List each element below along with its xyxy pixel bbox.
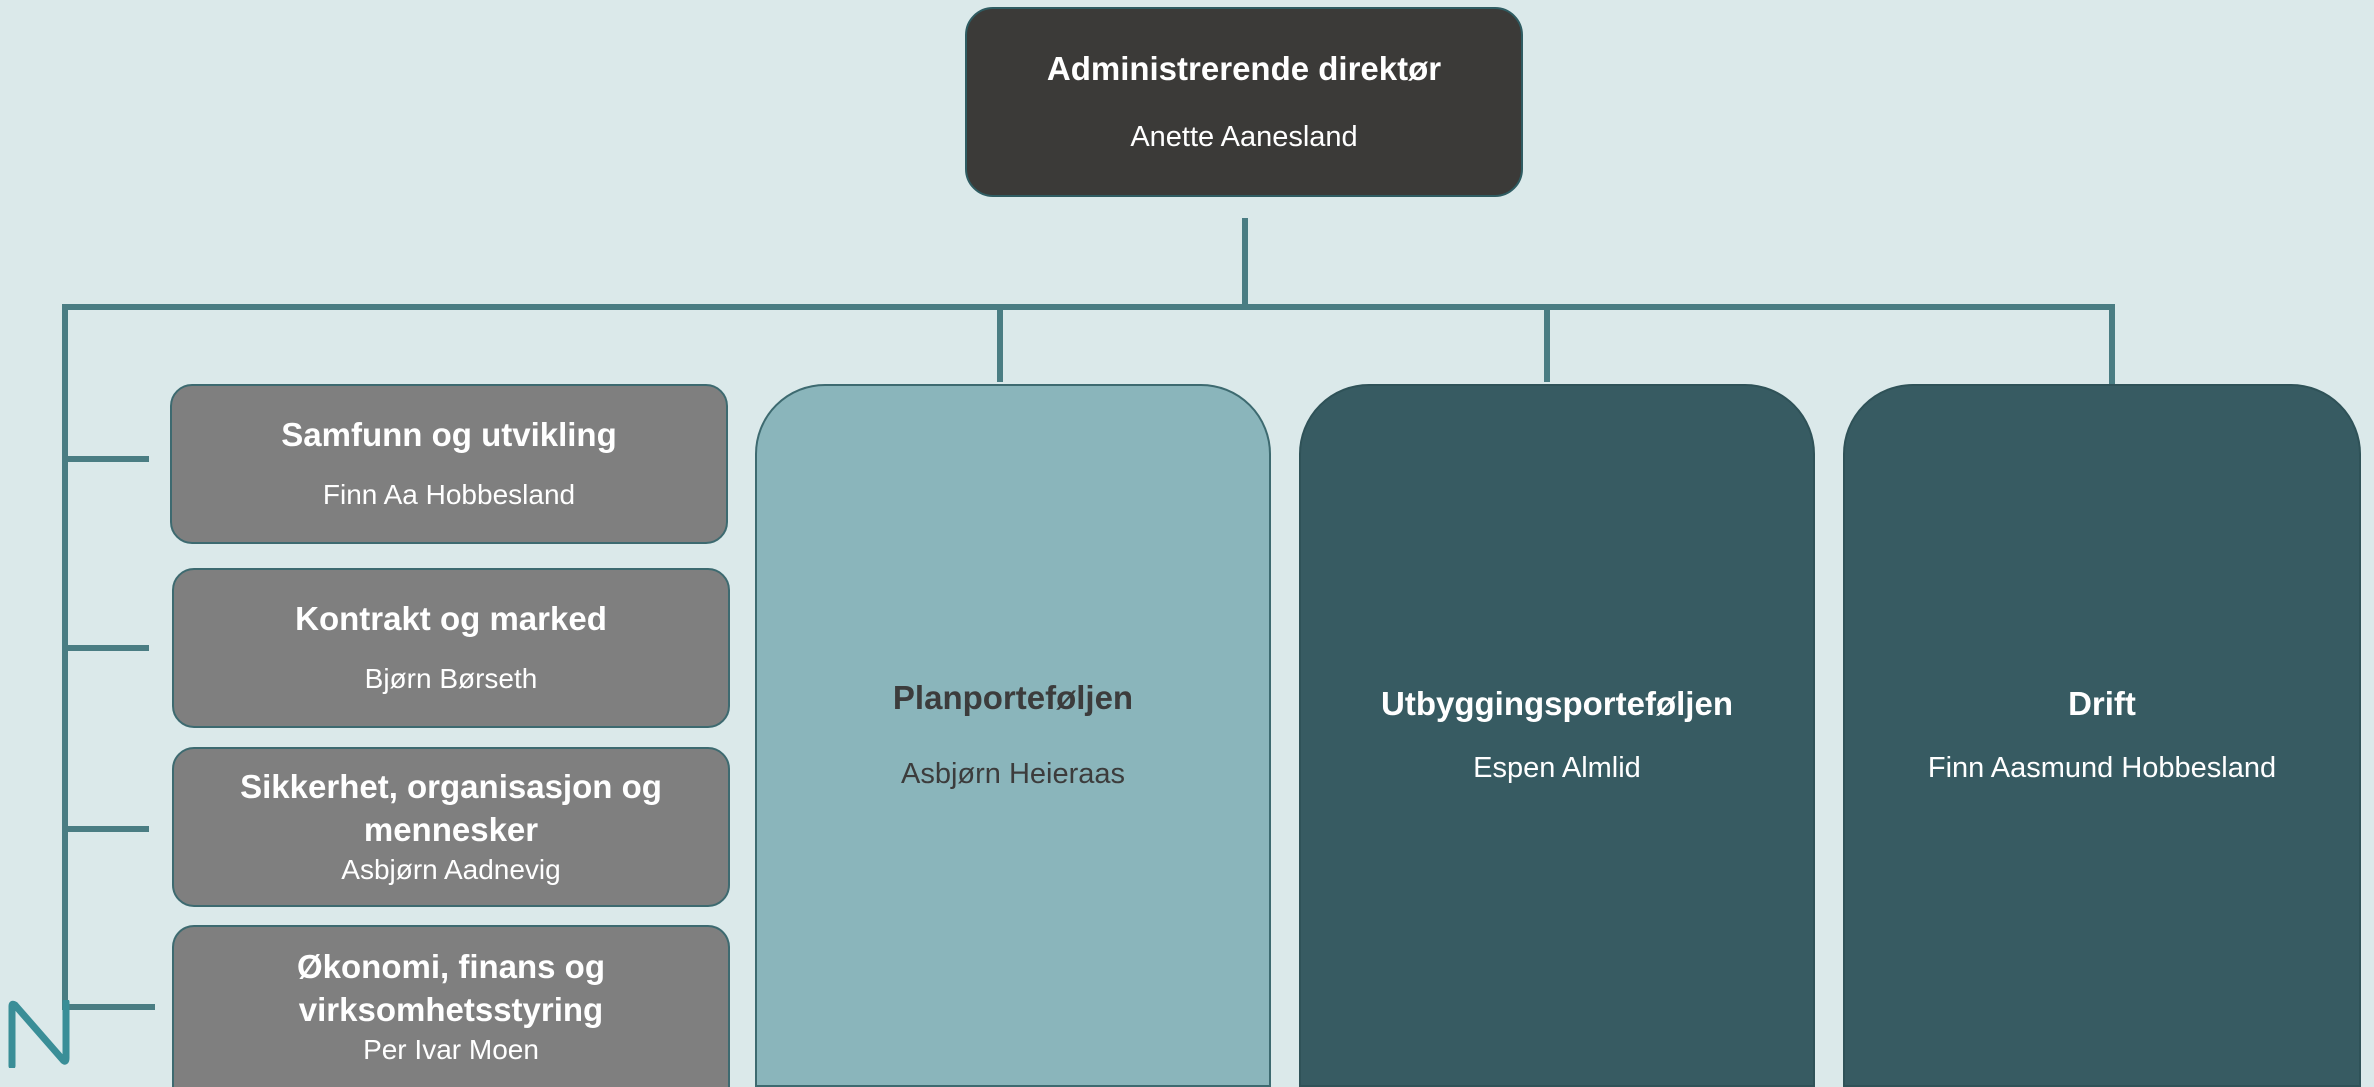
ceo-box: Administrerende direktør Anette Aaneslan… — [965, 7, 1523, 197]
drift-connector-drop — [2109, 304, 2115, 386]
staff-4-connector — [62, 1004, 155, 1010]
ceo-connector-vertical — [1242, 218, 1248, 308]
staff-unit-title: Kontrakt og marked — [295, 600, 607, 638]
portfolio-plan: Planporteføljen Asbjørn Heieraas — [755, 384, 1271, 1087]
staff-2-connector — [62, 645, 149, 651]
staff-unit-okonomi: Økonomi, finans og virksomhetsstyring Pe… — [172, 925, 730, 1087]
ceo-title: Administrerende direktør — [1046, 49, 1442, 87]
portfolio-title: Planporteføljen — [892, 679, 1134, 717]
staff-unit-title: Samfunn og utvikling — [281, 416, 617, 454]
portfolio-name: Finn Aasmund Hobbesland — [1927, 752, 2277, 785]
staff-connector-vertical — [62, 304, 68, 1009]
staff-3-connector — [62, 826, 149, 832]
portfolio-drift: Drift Finn Aasmund Hobbesland — [1843, 384, 2361, 1087]
staff-unit-kontrakt: Kontrakt og marked Bjørn Børseth — [172, 568, 730, 728]
main-connector-horizontal — [62, 304, 2115, 310]
staff-unit-sikkerhet: Sikkerhet, organisasjon og mennesker Asb… — [172, 747, 730, 907]
staff-unit-title: Sikkerhet, organisasjon og mennesker — [240, 767, 662, 848]
staff-unit-samfunn: Samfunn og utvikling Finn Aa Hobbesland — [170, 384, 728, 544]
staff-unit-name: Bjørn Børseth — [364, 663, 538, 695]
plan-connector-drop — [997, 304, 1003, 382]
portfolio-title: Drift — [2068, 685, 2136, 723]
n-logo-icon — [8, 1000, 70, 1068]
portfolio-title: Utbyggingsporteføljen — [1381, 685, 1733, 723]
ceo-name: Anette Aanesland — [1130, 120, 1358, 153]
staff-unit-name: Per Ivar Moen — [363, 1033, 539, 1065]
portfolio-name: Asbjørn Heieraas — [900, 758, 1126, 791]
staff-unit-title: Økonomi, finans og virksomhetsstyring — [296, 947, 605, 1028]
staff-1-connector — [62, 456, 149, 462]
portfolio-name: Espen Almlid — [1473, 752, 1641, 785]
staff-unit-name: Finn Aa Hobbesland — [322, 479, 576, 511]
staff-unit-name: Asbjørn Aadnevig — [341, 853, 561, 885]
utb-connector-drop — [1544, 304, 1550, 382]
portfolio-utbygging: Utbyggingsporteføljen Espen Almlid — [1299, 384, 1815, 1087]
